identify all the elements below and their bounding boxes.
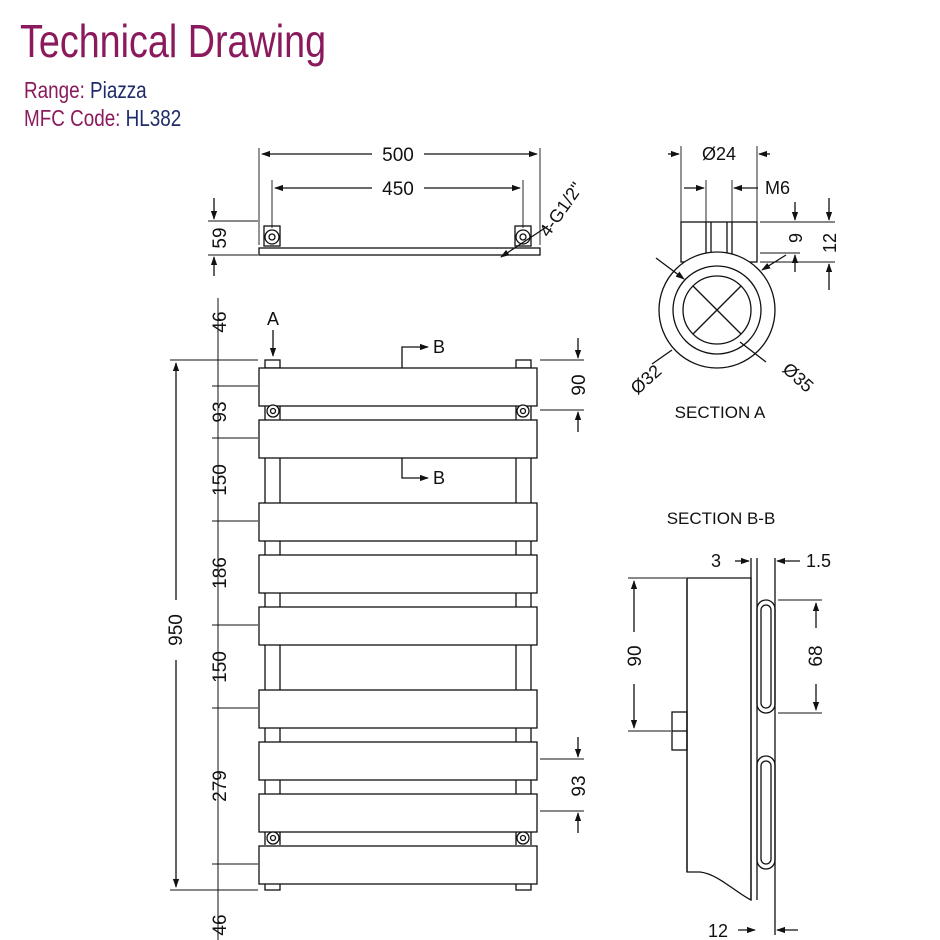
rail-cap-top-left (264, 359, 281, 369)
section-a-label: SECTION A (675, 403, 766, 422)
section-bb-label: SECTION B-B (667, 509, 776, 528)
leader-dia-35 (761, 254, 787, 271)
panel-7 (258, 741, 538, 781)
range-line: Range: Piazza (24, 76, 147, 104)
range-label: Range: (24, 77, 85, 103)
marker-b-mid-arrow (401, 458, 429, 482)
dim-186: 186 (210, 557, 231, 589)
dim-90-b: 90 (625, 645, 646, 666)
tube-upper-outer (756, 599, 776, 714)
dim-59: 59 (210, 227, 231, 248)
panel-3 (258, 502, 538, 542)
dim-9: 9 (786, 233, 806, 243)
range-value: Piazza (90, 77, 147, 103)
marker-b-top-label: B (433, 337, 445, 357)
dim-279: 279 (210, 770, 231, 802)
dim-950: 950 (166, 614, 187, 646)
dim-1-5: 1.5 (806, 551, 831, 571)
dim-68: 68 (806, 645, 827, 666)
ring-circle (672, 265, 762, 355)
top-view (208, 148, 549, 276)
dim-90-bar: 90 (569, 374, 590, 395)
mfc-label: MFC Code: (24, 105, 121, 131)
section-bb (628, 557, 822, 935)
panel-5 (258, 606, 538, 646)
cross-line (692, 285, 742, 335)
dim-3: 3 (711, 551, 721, 571)
valve-right (514, 225, 532, 247)
dim-93-gap: 93 (569, 775, 590, 796)
wall-bracket (266, 831, 280, 845)
mfc-line: MFC Code: HL382 (24, 104, 181, 132)
wall-bracket (266, 404, 280, 418)
top-view-body (258, 247, 541, 256)
dim-dia-24: Ø24 (702, 144, 736, 164)
dim-12-a: 12 (820, 233, 840, 253)
dim-500: 500 (382, 145, 414, 166)
tube-lower-inner (760, 760, 772, 865)
leader-dia-35 (651, 349, 673, 365)
panel-1 (258, 367, 538, 407)
marker-b-mid-label: B (433, 468, 445, 488)
wall-profile (686, 577, 752, 902)
panel-8 (258, 793, 538, 833)
dim-dia-32: Ø32 (627, 361, 666, 399)
valve-left (263, 225, 281, 247)
dim-150-upper: 150 (210, 464, 231, 496)
front-view (170, 298, 584, 940)
leader-dia-32 (739, 341, 767, 363)
section-a (651, 146, 835, 369)
dim-150-lower: 150 (210, 651, 231, 683)
leader-dia-32 (655, 257, 685, 280)
panel-4 (258, 554, 538, 594)
mfc-value: HL382 (125, 105, 182, 131)
inner-circle (682, 275, 752, 345)
tube-lower-outer (756, 755, 776, 870)
dim-m6: M6 (765, 178, 790, 198)
tube-upper-inner (760, 604, 772, 709)
dim-450: 450 (382, 179, 414, 200)
dim-93: 93 (210, 401, 231, 422)
dim-dia-35: Ø35 (779, 359, 818, 397)
panel-2 (258, 419, 538, 459)
marker-a-label: A (267, 309, 279, 329)
rail-cap-top-right (515, 359, 532, 369)
dim-12-b: 12 (708, 921, 728, 940)
wall-bracket (516, 831, 530, 845)
panel-9 (258, 845, 538, 885)
marker-b-top-arrow (401, 343, 429, 368)
connection-label: 4-G1/2" (535, 179, 587, 241)
page-title: Technical Drawing (20, 15, 327, 67)
dim-46-top: 46 (210, 311, 231, 332)
panel-6 (258, 689, 538, 729)
wall-bracket (516, 404, 530, 418)
leader-line (500, 225, 549, 258)
dim-46-bottom: 46 (210, 914, 231, 935)
